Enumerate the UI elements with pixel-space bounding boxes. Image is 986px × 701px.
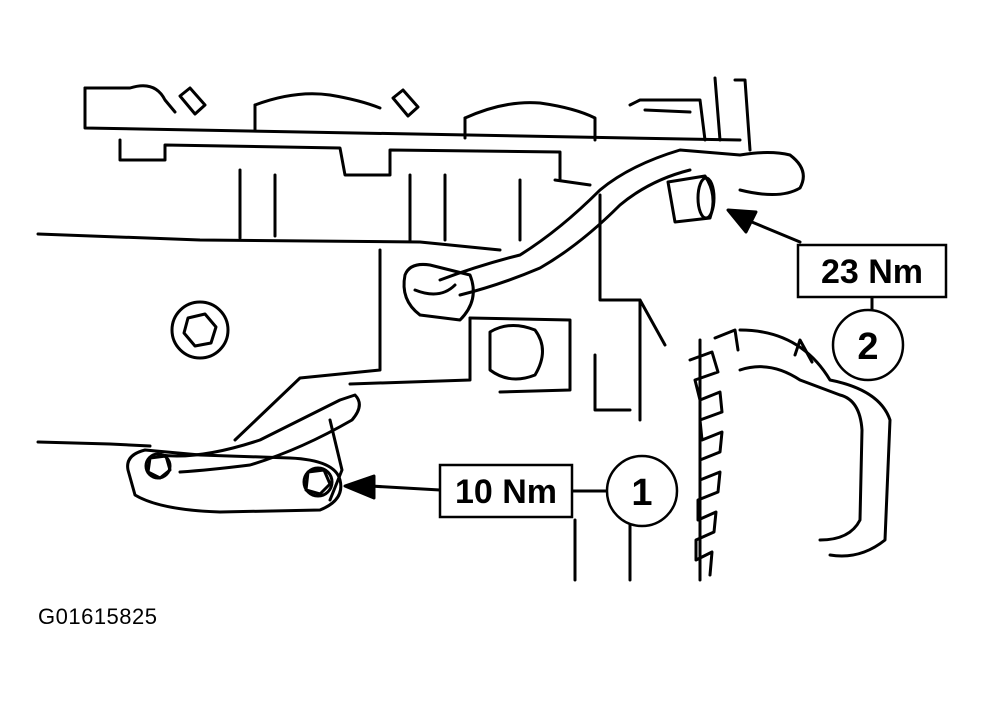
callout-number-2: 2 (857, 326, 878, 368)
torque-box-1 (438, 463, 574, 519)
figure-id: G01615825 (38, 604, 158, 629)
torque-label-2: 23 Nm (821, 253, 923, 291)
coolant-pipe (158, 148, 805, 502)
pipe-flange-lower (126, 448, 343, 514)
arrow-head-2 (726, 208, 758, 234)
torque-box-2 (796, 243, 948, 299)
pipe-fitting-upper (666, 174, 716, 224)
callout-2: 23 Nm 2 (796, 243, 948, 382)
timing-cover (573, 76, 752, 582)
manifold-bolt (170, 300, 230, 360)
arrow-head-1 (343, 474, 376, 500)
cylinder-head (83, 84, 742, 242)
cam-sprocket (688, 328, 892, 582)
callout-1: 10 Nm 1 (438, 454, 679, 528)
number-circle-1 (605, 454, 679, 528)
manifold-body (36, 232, 572, 448)
callout-number-1: 1 (631, 472, 652, 514)
torque-label-1: 10 Nm (455, 473, 557, 511)
number-circle-2 (831, 308, 905, 382)
callout-leaders (368, 213, 874, 493)
